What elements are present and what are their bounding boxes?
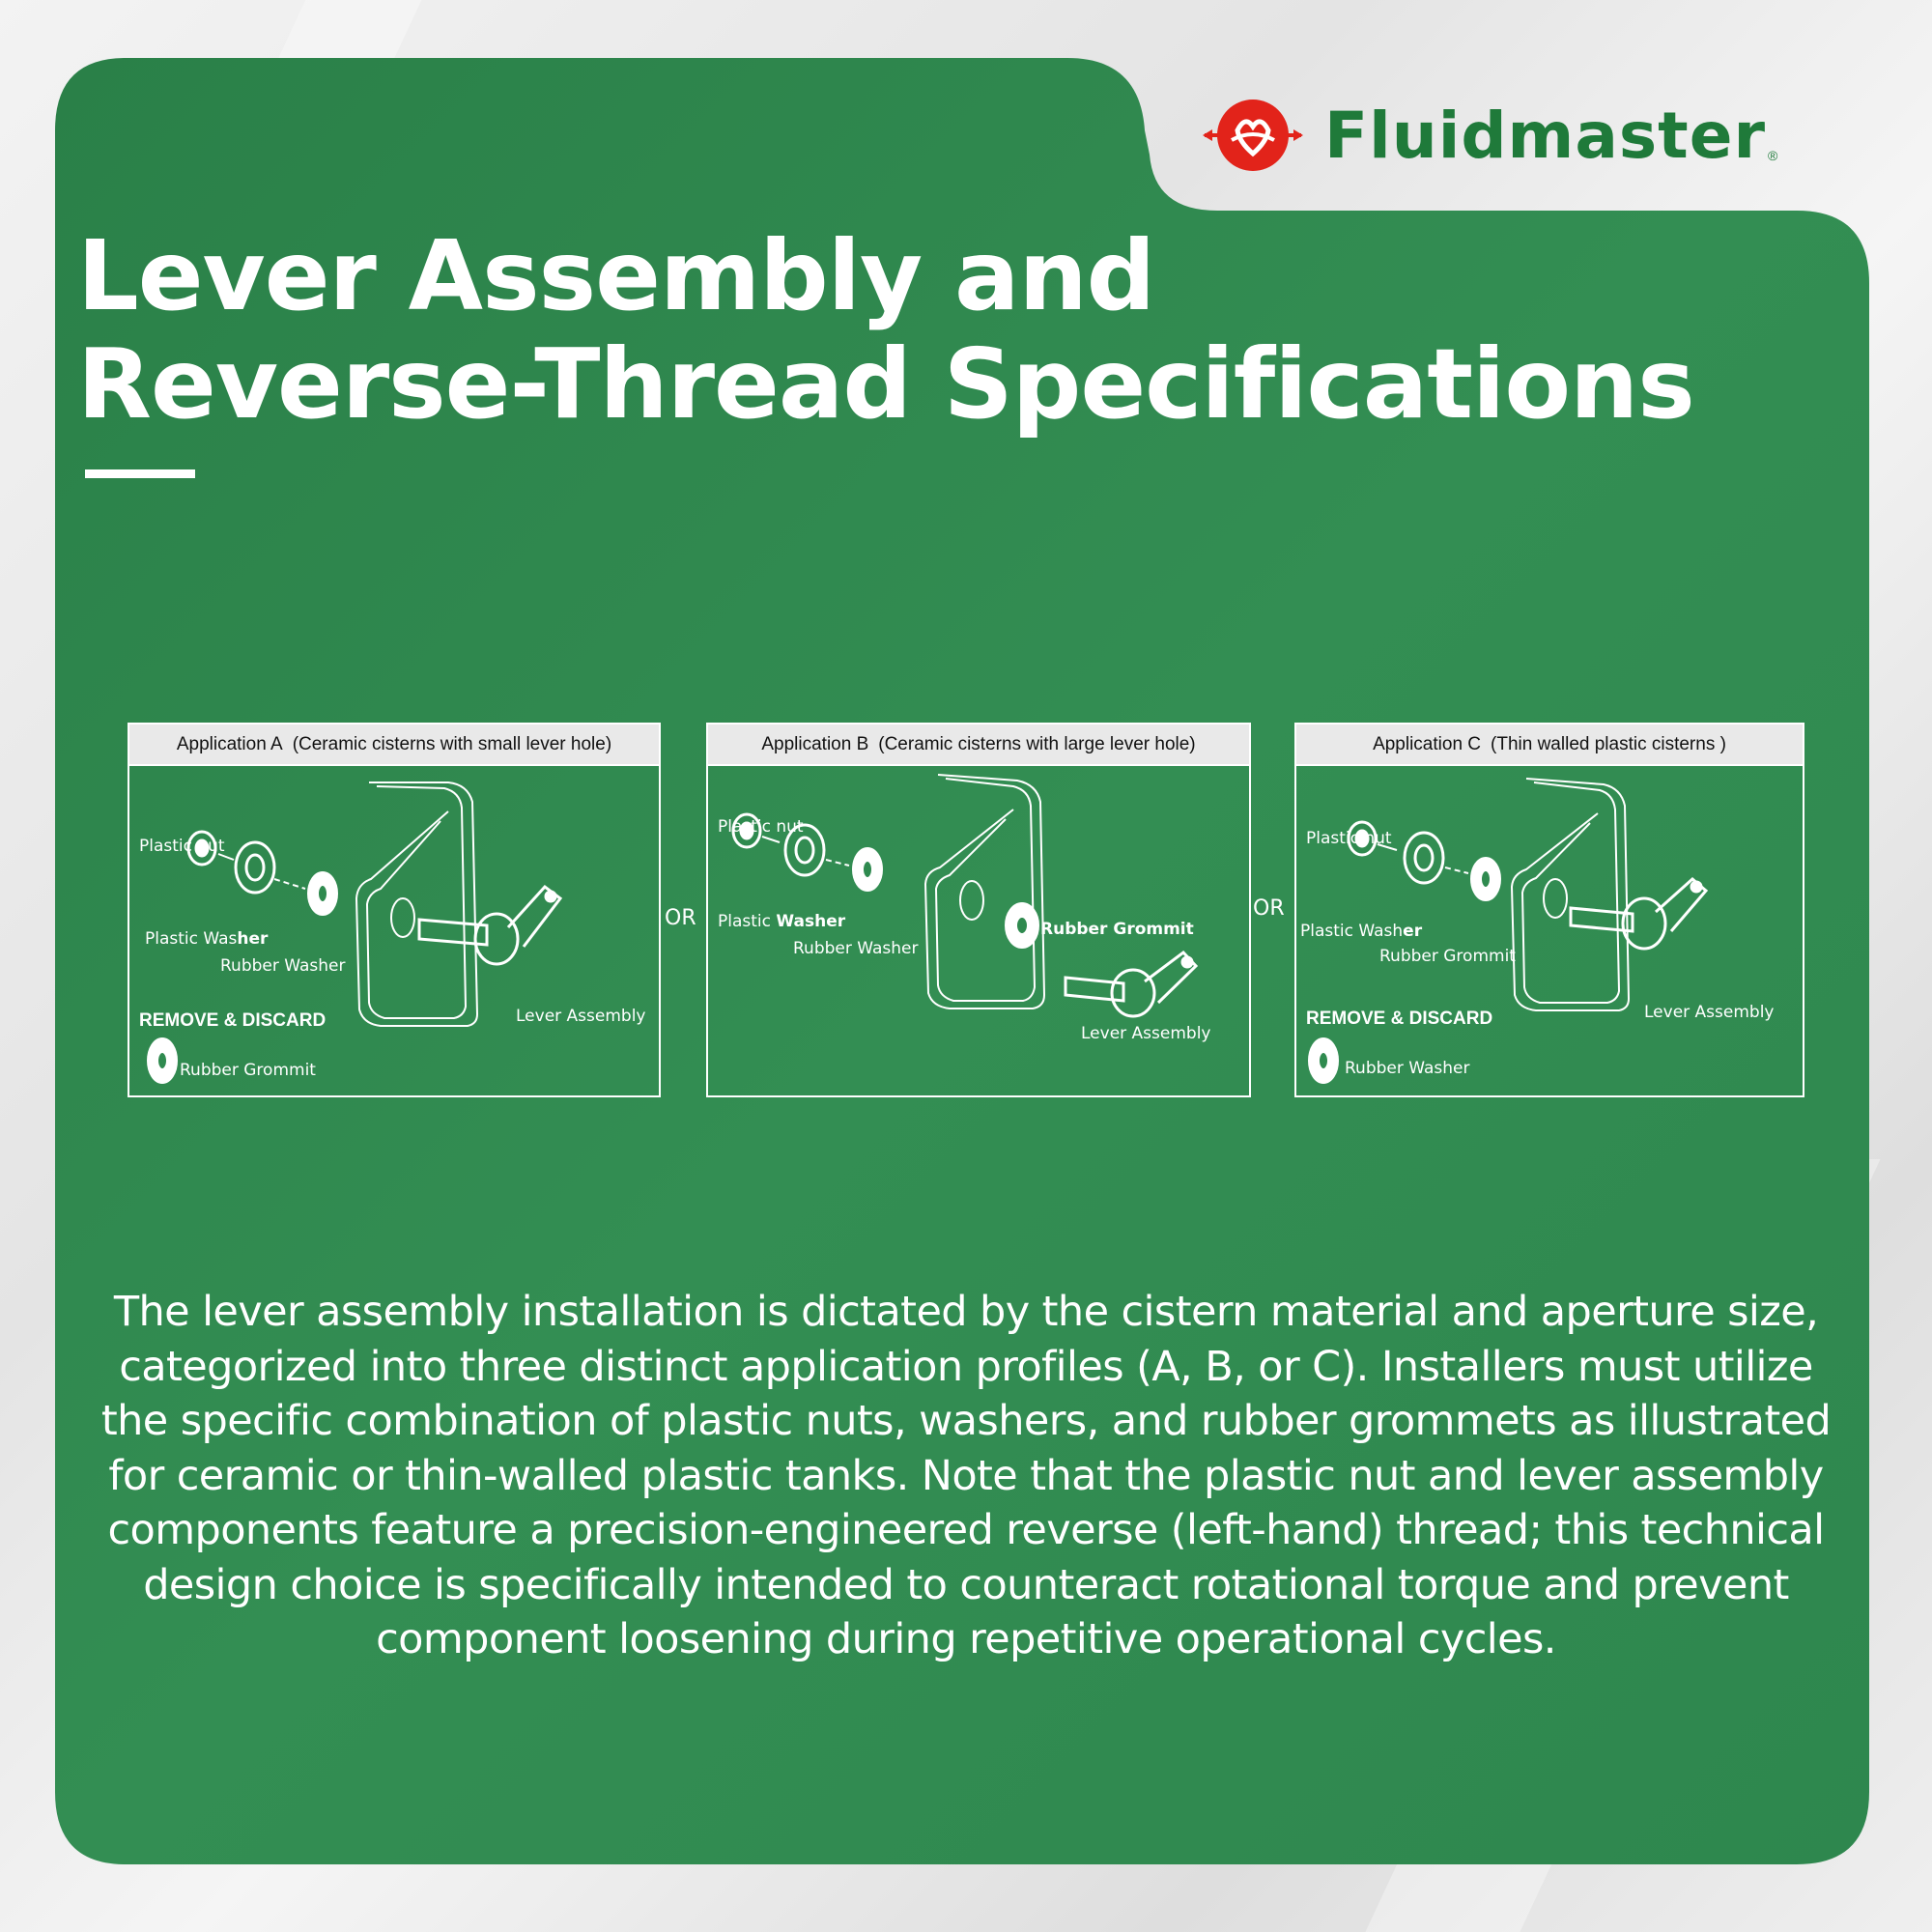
fluidmaster-emblem-icon [1203,99,1303,171]
application-b-plastic-washer-label-bold: Washer [776,912,846,931]
title-line-1: Lever Assembly and [77,219,1155,332]
application-a-plastic-nut-shape [186,830,217,867]
application-b-label: Application B [761,733,869,754]
application-b-lever-assembly-shape [1064,950,1199,1018]
application-c-remove-part-shape [1308,1037,1339,1084]
title-underline [85,469,195,478]
application-c-plastic-washer-label-bold: er [1403,922,1423,941]
application-b-lever-assembly-label: Lever Assembly [1081,1024,1211,1043]
application-c-lever-assembly-shape [1569,877,1709,951]
application-a-remove-heading: REMOVE & DISCARD [139,1010,327,1031]
application-c-rubber-grommit-shape [1470,857,1501,901]
application-a-plastic-washer-label-bold: her [237,929,269,949]
application-c-plastic-nut-label: Plastic nut [1306,829,1392,848]
application-a-remove-part-label: Rubber Grommit [180,1061,316,1080]
or-separator-1: OR [665,906,696,930]
application-c-plastic-nut-shape [1347,820,1378,857]
application-a-lever-assembly-shape [417,884,563,966]
application-a-diagram [147,781,563,1084]
application-b-plastic-nut-label: Plastic nut [718,817,804,837]
application-c-rubber-grommit-label: Rubber Grommit [1379,947,1516,966]
application-b-rubber-grommit-shape [1005,902,1039,949]
application-a-header: Application A (Ceramic cisterns with sma… [129,724,659,766]
application-a-rubber-washer-label: Rubber Washer [220,956,346,976]
application-b-description: (Ceramic cisterns with large lever hole) [878,733,1196,754]
application-b-rubber-washer-shape [852,847,883,892]
application-a-panel: Application A (Ceramic cisterns with sma… [128,723,661,1097]
application-a-remove-part-shape [147,1037,178,1084]
or-separator-2: OR [1253,896,1285,921]
application-a-rubber-washer-shape [307,871,338,916]
application-b-rubber-grommit-label: Rubber Grommit [1040,920,1194,939]
application-a-plastic-washer-label: Plastic Was [145,929,238,949]
fluidmaster-logo: Fluidmaster ® [1203,92,1840,179]
application-a-plastic-nut-label: Plastic nut [139,837,225,856]
title-line-2: Reverse-Thread Specifications [77,327,1695,440]
application-b-plastic-nut-shape [731,812,762,849]
application-c-plastic-washer-label: Plastic Wash [1300,922,1404,941]
application-c-remove-heading: REMOVE & DISCARD [1306,1009,1493,1029]
application-c-diagram [1308,778,1709,1084]
application-b-panel: Application B (Ceramic cisterns with lar… [706,723,1251,1097]
page-title: Lever Assembly and Reverse-Thread Specif… [77,219,1695,440]
application-c-header: Application C (Thin walled plastic ciste… [1296,724,1803,766]
application-a-lever-assembly-label: Lever Assembly [516,1007,646,1026]
brand-name: Fluidmaster [1324,98,1767,173]
application-b-plastic-washer-label: Plastic [718,912,777,931]
application-b-diagram [731,774,1199,1018]
application-c-lever-assembly-label: Lever Assembly [1644,1003,1775,1022]
application-a-description: (Ceramic cisterns with small lever hole) [292,733,612,754]
application-c-plastic-washer-shape [1403,831,1445,885]
application-a-plastic-washer-shape [234,840,276,895]
application-b-plastic-washer-shape [783,823,826,877]
description-paragraph: The lever assembly installation is dicta… [100,1288,1832,1663]
application-c-description: (Thin walled plastic cisterns ) [1491,733,1726,754]
application-c-label: Application C [1373,733,1482,754]
application-c-remove-part-label: Rubber Washer [1345,1059,1470,1078]
application-c-panel: Application C (Thin walled plastic ciste… [1294,723,1804,1097]
application-b-rubber-washer-label: Rubber Washer [793,939,919,958]
application-a-label: Application A [176,733,283,754]
application-b-header: Application B (Ceramic cisterns with lar… [708,724,1249,766]
registered-mark: ® [1768,148,1778,163]
